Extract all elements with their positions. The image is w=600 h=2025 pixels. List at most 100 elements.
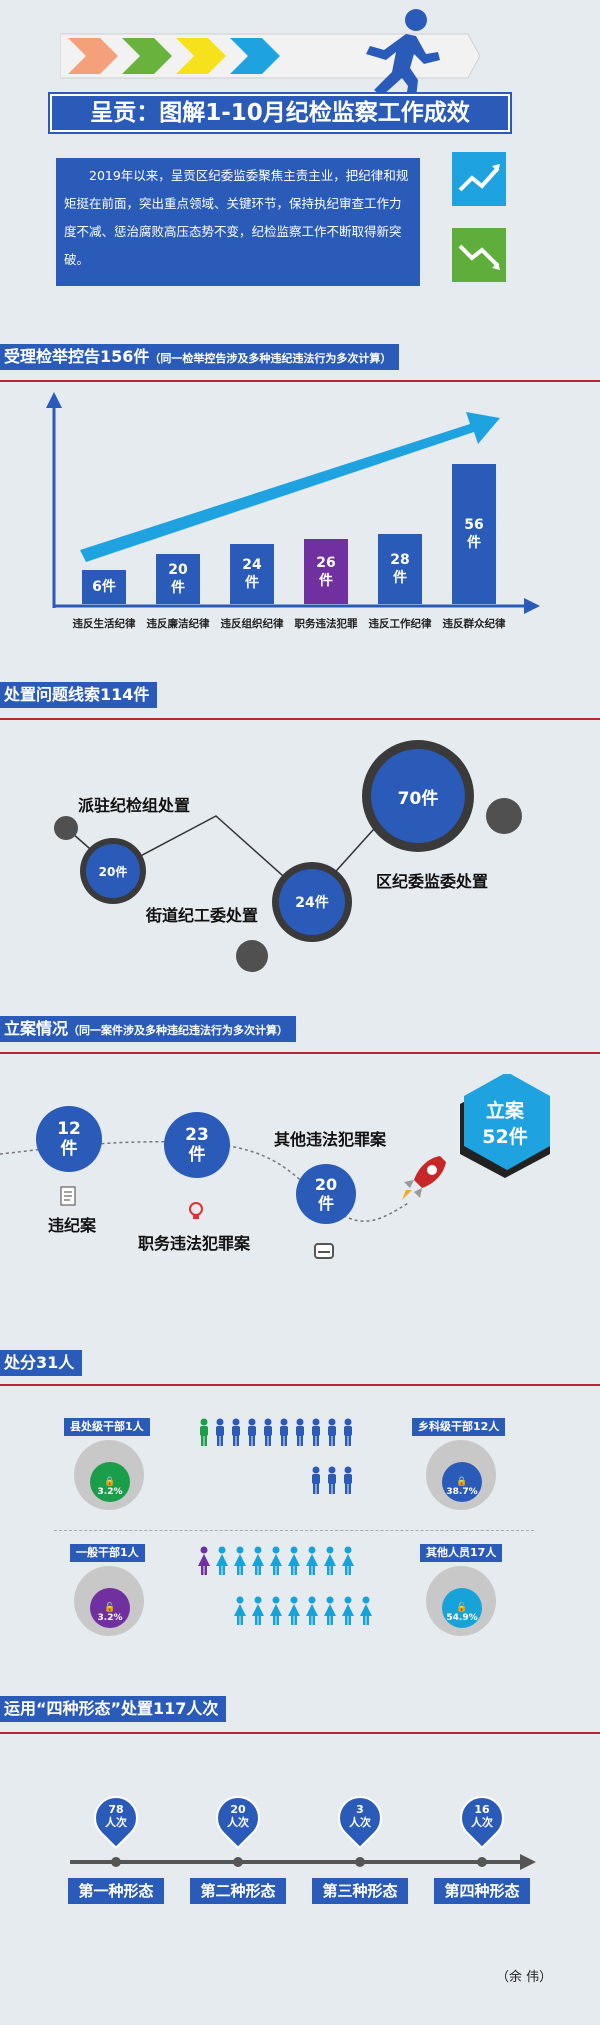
case-value: 23 <box>185 1125 209 1145</box>
case-total-label: 立案 <box>485 1100 524 1122</box>
form-label-3: 第三种形态 <box>312 1878 408 1904</box>
form-label-2: 第二种形态 <box>190 1878 286 1904</box>
decor-dot <box>54 816 78 840</box>
case-unit: 件 <box>317 1194 334 1213</box>
bar-value-label: 6件 <box>92 579 116 595</box>
pct-badge: 🔒38.7% <box>442 1462 482 1502</box>
group-label-general: 一般干部1人 <box>70 1544 145 1562</box>
lock-icon: 🔒 <box>456 1477 468 1487</box>
lock-icon: 🔓 <box>104 1603 116 1613</box>
intro-text: 2019年以来，呈贡区纪委监委聚焦主责主业，把纪律和规矩挺在前面，突出重点领域、… <box>56 158 420 286</box>
trend-up-icon <box>452 152 506 206</box>
decor-dot <box>486 798 522 834</box>
pct-badge: 🔓3.2% <box>90 1588 130 1628</box>
section-note: （同一检举控告涉及多种违纪违法行为多次计算） <box>149 352 392 365</box>
group-pct-township: 🔒38.7% <box>426 1440 496 1510</box>
case-unit: 件 <box>188 1145 206 1165</box>
section-title-text: 处置问题线索114件 <box>4 685 150 704</box>
group-label-county: 县处级干部1人 <box>64 1418 150 1436</box>
section-note: （同一案件涉及多种违纪违法行为多次计算） <box>68 1024 289 1037</box>
case-unit: 件 <box>60 1139 78 1159</box>
bar-1: 6件 <box>82 570 126 604</box>
clue-count-district: 70件 <box>371 749 465 843</box>
form-label-4: 第四种形态 <box>434 1878 530 1904</box>
category-label: 违反工作纪律 <box>368 618 432 630</box>
form-value: 3 <box>356 1803 364 1816</box>
form-unit: 人次 <box>105 1816 127 1829</box>
divider <box>0 1052 600 1054</box>
divider <box>0 1732 600 1734</box>
form-unit: 人次 <box>471 1816 493 1829</box>
group-pct-general: 🔓3.2% <box>74 1566 144 1636</box>
category-label: 违反组织纪律 <box>220 618 284 630</box>
pct-value: 54.9% <box>446 1613 478 1623</box>
section-title-text: 处分31人 <box>4 1353 75 1372</box>
decor-dot <box>236 940 268 972</box>
section-title-four-forms: 运用“四种形态”处置117人次 <box>0 1696 227 1722</box>
pct-value: 3.2% <box>97 1613 123 1623</box>
lightbulb-icon <box>189 1202 203 1219</box>
category-label: 违反廉洁纪律 <box>146 618 210 630</box>
clue-count-street: 24件 <box>279 869 345 935</box>
clue-count-dispatched: 20件 <box>86 844 140 898</box>
form-unit: 人次 <box>227 1816 249 1829</box>
form-unit: 人次 <box>349 1816 371 1829</box>
section-title-complaints: 受理检举控告156件（同一检举控告涉及多种违纪违法行为多次计算） <box>0 344 400 370</box>
section-title-punish: 处分31人 <box>0 1350 83 1376</box>
case-total: 立案 52件 <box>462 1098 548 1150</box>
runner-icon <box>366 9 440 98</box>
bar-chart-axes <box>46 392 540 614</box>
people-icons-top <box>200 1418 352 1494</box>
pct-badge: 🔓54.9% <box>442 1588 482 1628</box>
form-label-1: 第一种形态 <box>68 1878 164 1904</box>
rocket-icon <box>402 1156 446 1200</box>
section-title-text: 运用“四种形态”处置117人次 <box>4 1699 219 1718</box>
clue-label-street: 街道纪工委处置 <box>146 906 259 925</box>
divider <box>0 380 600 382</box>
form-value: 78 <box>108 1803 124 1816</box>
divider <box>0 718 600 720</box>
group-pct-other: 🔓54.9% <box>426 1566 496 1636</box>
document-icon <box>60 1186 76 1206</box>
case-total-hexagon <box>460 1074 550 1178</box>
inbox-icon <box>314 1243 334 1259</box>
group-label-township: 乡科级干部12人 <box>412 1418 506 1436</box>
form-value: 20 <box>230 1803 246 1816</box>
clue-label-district: 区纪委监委处置 <box>376 872 489 891</box>
case-value: 12 <box>57 1119 81 1139</box>
case-label-duty: 职务违法犯罪案 <box>138 1234 251 1253</box>
trend-down-icon <box>452 228 506 282</box>
case-value: 20 <box>314 1175 338 1194</box>
category-label: 违反群众纪律 <box>442 618 506 630</box>
group-label-other: 其他人员17人 <box>420 1544 503 1562</box>
dashed-divider <box>54 1530 534 1531</box>
section-title-clues: 处置问题线索114件 <box>0 682 158 708</box>
page-title: 呈贡：图解1-10月纪检监察工作成效 <box>50 94 510 132</box>
people-icons-bottom <box>198 1546 372 1625</box>
section-title-text: 立案情况 <box>4 1019 69 1038</box>
section-title-text: 受理检举控告156件 <box>4 347 150 366</box>
lock-icon: 🔓 <box>456 1603 468 1613</box>
timeline-arrow <box>70 1854 536 1870</box>
form-value: 16 <box>474 1803 490 1816</box>
lock-icon: 🔒 <box>104 1477 116 1487</box>
header-arrows <box>60 33 480 79</box>
section-title-cases: 立案情况（同一案件涉及多种违纪违法行为多次计算） <box>0 1016 297 1042</box>
category-label: 违反生活纪律 <box>72 618 136 630</box>
